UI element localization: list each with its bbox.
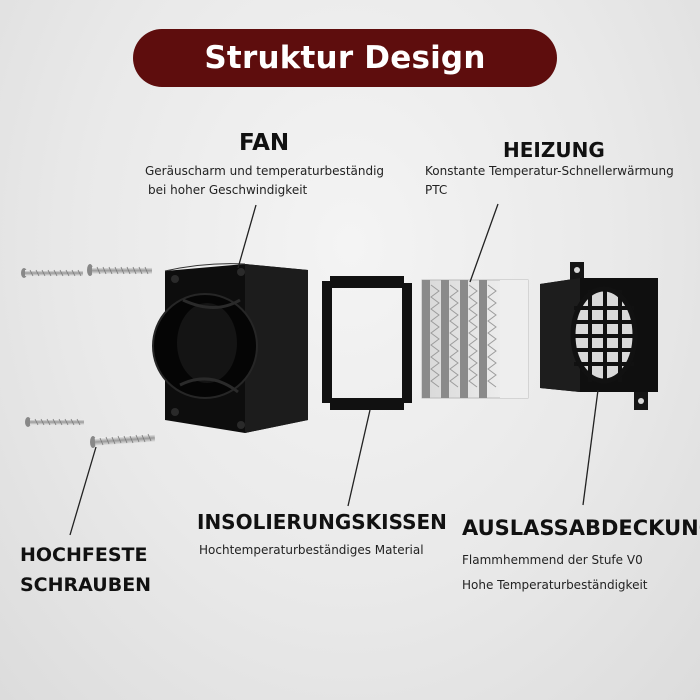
- kissen-desc: Hochtemperaturbeständiges Material: [199, 543, 424, 557]
- fan-desc: Geräuscharm und temperaturbeständig bei …: [145, 162, 384, 199]
- fan-title: FAN: [239, 130, 290, 156]
- fan-desc-line-1: Geräuscharm und temperaturbeständig: [145, 164, 385, 178]
- leader-abdeckung: [582, 389, 599, 506]
- outlet-cover-part: [540, 262, 658, 410]
- screw-3: [25, 417, 84, 427]
- title-banner: Struktur Design: [133, 29, 557, 87]
- heizung-desc-line-2: PTC: [425, 182, 448, 197]
- abdeckung-desc-line-1: Flammhemmend der Stufe V0: [462, 553, 643, 567]
- screw-2: [87, 264, 152, 276]
- kissen-title: INSOLIERUNGSKISSEN: [197, 510, 447, 534]
- insulation-gasket-part: [322, 276, 412, 410]
- screw-4: [90, 433, 156, 448]
- heizung-desc: Konstante Temperatur-Schnellerwärmung PT…: [425, 162, 674, 199]
- leader-fan: [237, 204, 257, 269]
- page-title: Struktur Design: [204, 40, 486, 76]
- leader-lines: [69, 203, 599, 536]
- abdeckung-desc-line-2: Hohe Temperaturbeständigkeit: [462, 577, 648, 592]
- leader-kissen: [347, 409, 371, 507]
- leader-schrauben: [69, 446, 97, 536]
- heizung-title: HEIZUNG: [503, 138, 605, 162]
- schrauben-title-line-2: SCHRAUBEN: [20, 574, 152, 596]
- heizung-desc-line-1: Konstante Temperatur-Schnellerwärmung: [425, 164, 674, 178]
- schrauben-title-line-1: HOCHFESTE: [20, 544, 148, 566]
- ptc-heater-part: [421, 279, 529, 399]
- fan-desc-line-2: bei hoher Geschwindigkeit: [148, 182, 308, 197]
- abdeckung-title: AUSLASSABDECKUNG: [462, 516, 700, 540]
- leader-heizung: [469, 203, 499, 283]
- abdeckung-desc: Flammhemmend der Stufe V0 Hohe Temperatu…: [462, 548, 648, 597]
- fan-part: [152, 263, 308, 433]
- schrauben-title: HOCHFESTE SCHRAUBEN: [20, 540, 151, 600]
- screw-1: [21, 268, 83, 278]
